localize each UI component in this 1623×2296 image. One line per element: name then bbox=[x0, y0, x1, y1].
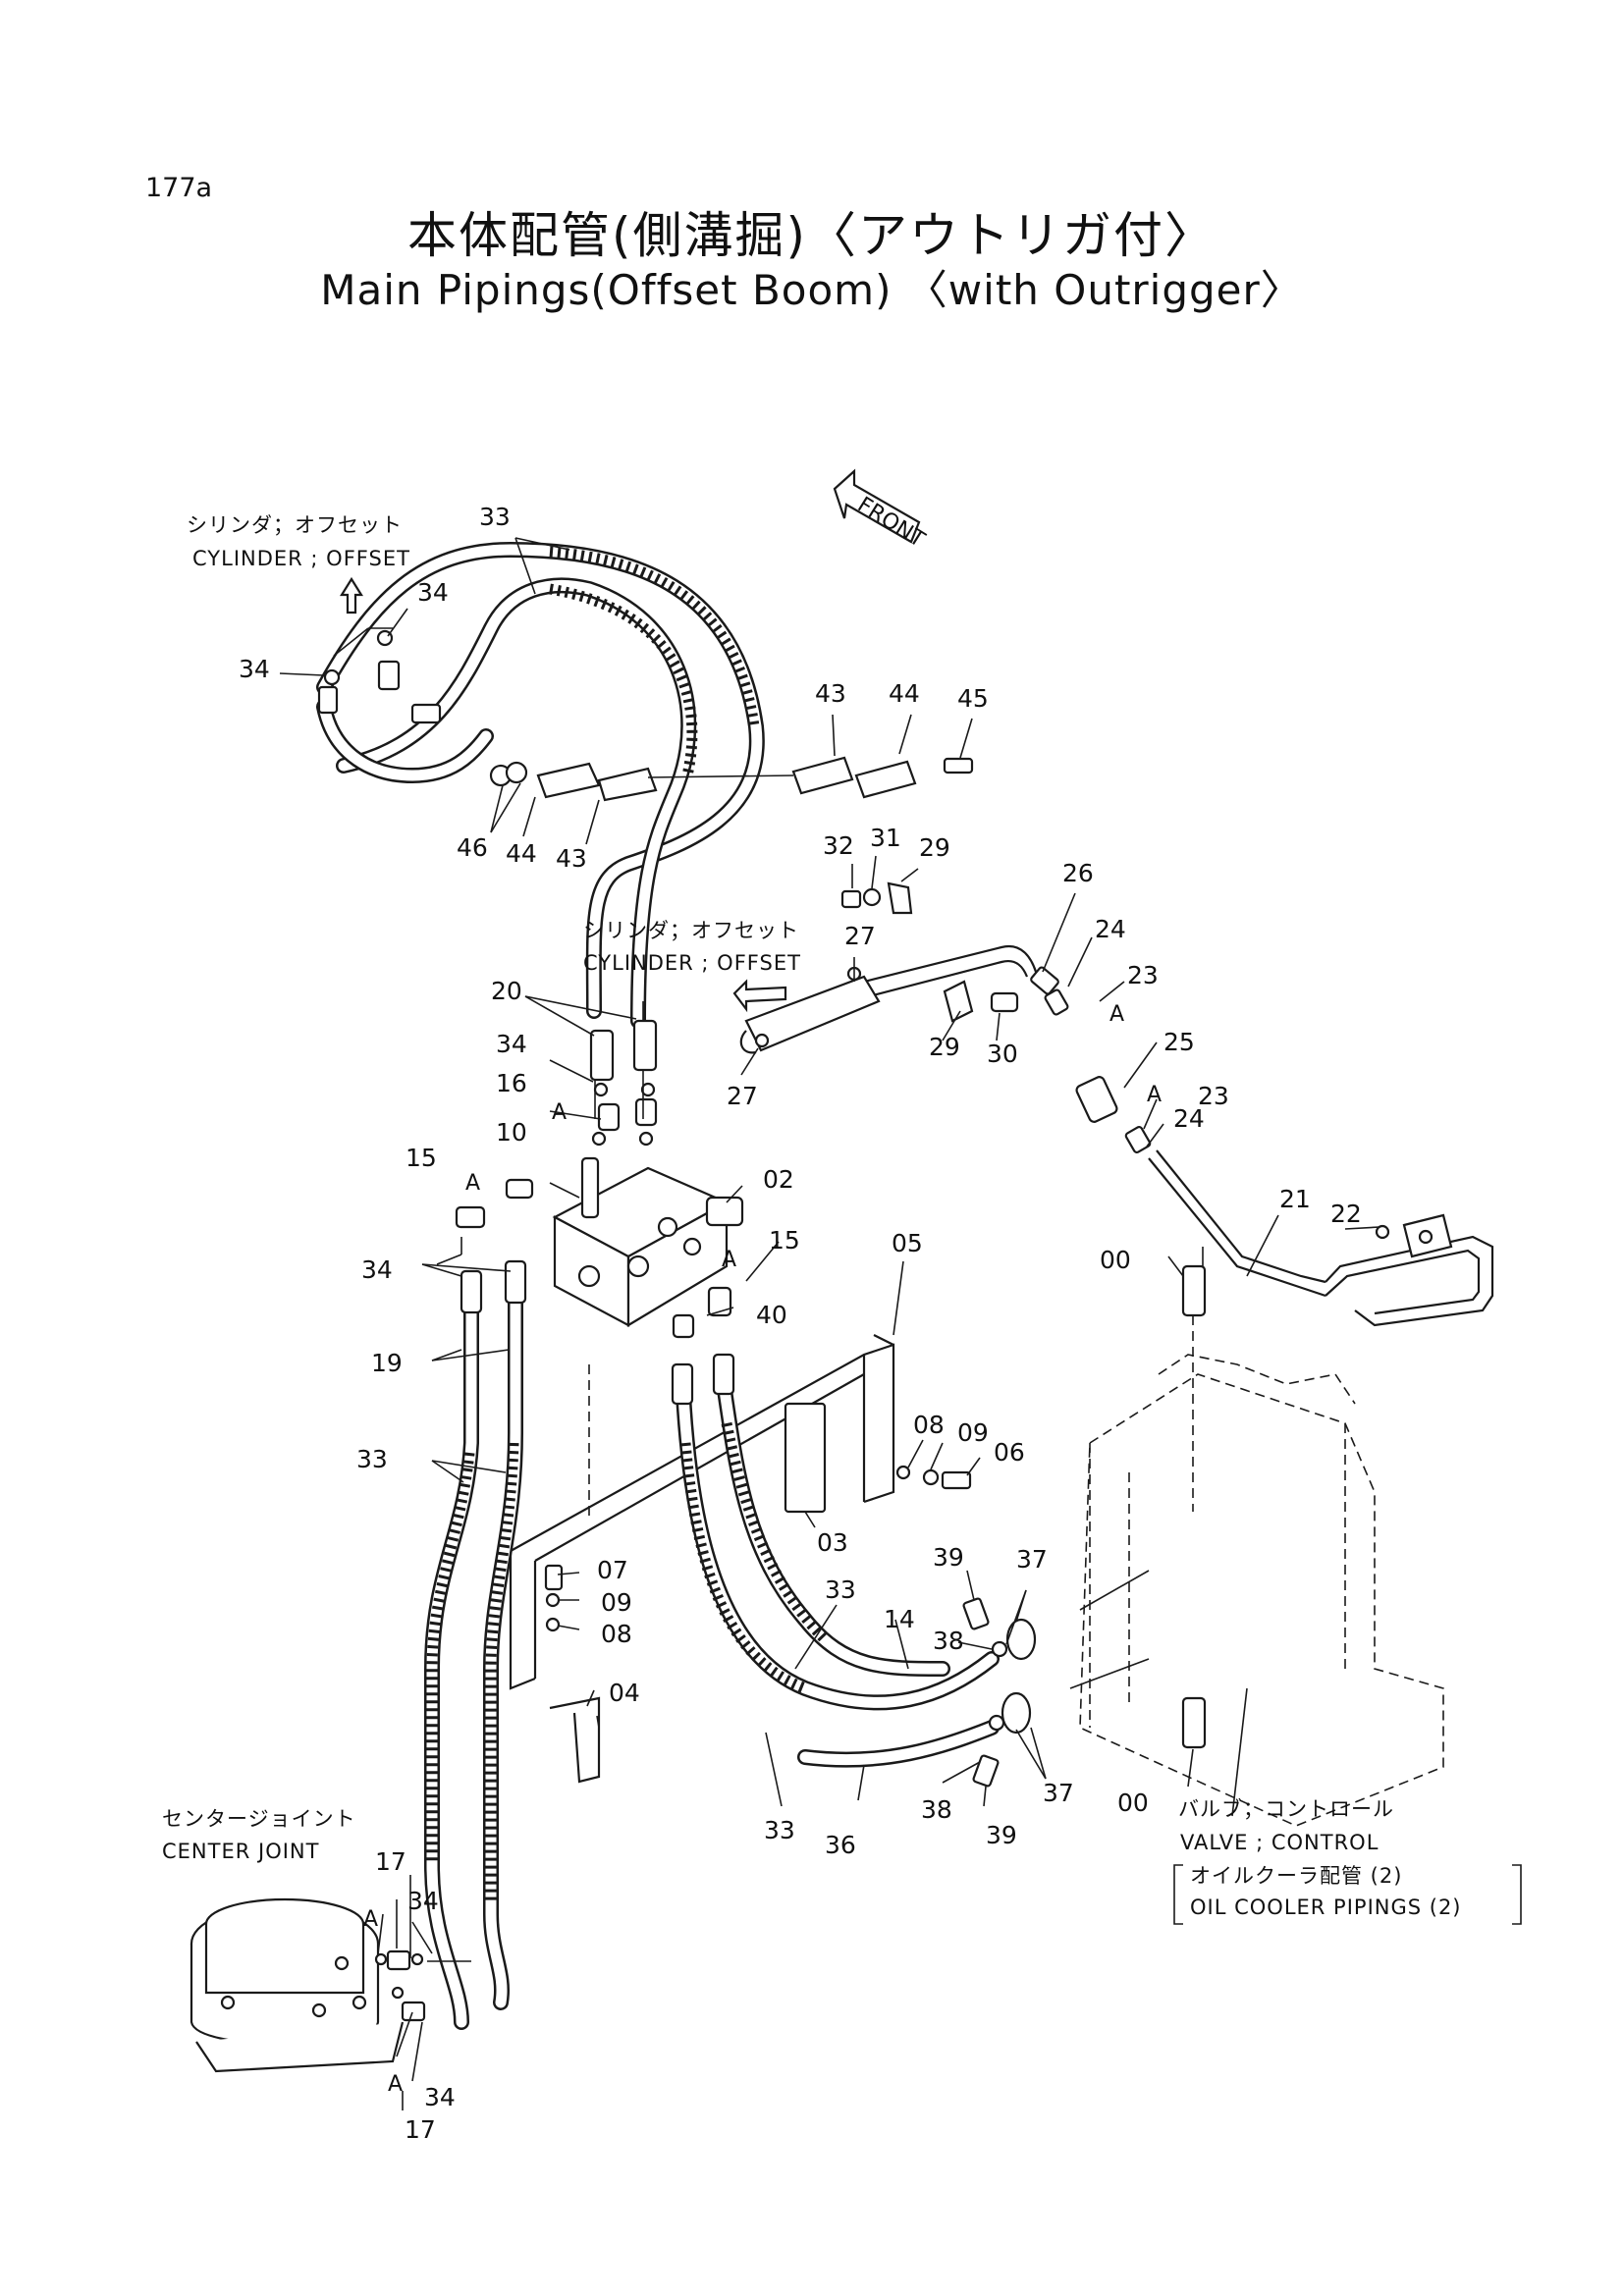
mounting-bracket bbox=[509, 1334, 972, 1784]
callout-24-b: 24 bbox=[1173, 1104, 1205, 1133]
callout-07: 07 bbox=[597, 1556, 628, 1584]
callout-34-e: 34 bbox=[407, 1887, 439, 1915]
callout-23-a: 23 bbox=[1127, 961, 1159, 989]
page-number: 177a bbox=[145, 173, 213, 203]
callout-31: 31 bbox=[870, 824, 901, 852]
callout-40: 40 bbox=[756, 1301, 787, 1329]
note-valve-control-jp: バルブ；コントロール bbox=[1178, 1797, 1394, 1821]
callout-02: 02 bbox=[763, 1165, 794, 1194]
callout-39-b: 39 bbox=[986, 1821, 1017, 1849]
callout-16: 16 bbox=[496, 1069, 527, 1097]
callout-30: 30 bbox=[987, 1040, 1018, 1068]
callout-15-a: 15 bbox=[406, 1144, 437, 1172]
callout-29-b: 29 bbox=[929, 1033, 960, 1061]
callout-33-top: 33 bbox=[479, 503, 511, 531]
callout-45: 45 bbox=[957, 684, 989, 713]
callout-09-a: 09 bbox=[957, 1418, 989, 1447]
callout-43-b: 43 bbox=[556, 844, 587, 873]
callout-27-a: 27 bbox=[844, 922, 876, 950]
note-center-joint-en: CENTER JOINT bbox=[162, 1840, 319, 1863]
callout-38-b: 38 bbox=[921, 1795, 952, 1824]
front-arrow: FRONT bbox=[833, 468, 929, 553]
control-valve-body bbox=[1069, 1264, 1444, 1827]
callout-09-b: 09 bbox=[601, 1588, 632, 1617]
callout-24-a: 24 bbox=[1095, 915, 1126, 943]
note-cylinder-offset-mid-jp: シリンダ；オフセット bbox=[583, 919, 799, 942]
center-joint bbox=[189, 1897, 471, 2073]
callout-44-a: 44 bbox=[889, 679, 920, 708]
callout-37-a: 37 bbox=[1016, 1545, 1048, 1574]
callout-46: 46 bbox=[457, 833, 488, 862]
note-oil-cooler-jp: オイルクーラ配管 (2) bbox=[1190, 1864, 1402, 1888]
left-hoses bbox=[424, 1259, 527, 2030]
callout-33-bot: 33 bbox=[764, 1816, 795, 1844]
callout-34-c: 34 bbox=[496, 1030, 527, 1058]
callout-32: 32 bbox=[823, 831, 854, 860]
note-cylinder-offset-mid-en: CYLINDER ; OFFSET bbox=[583, 951, 801, 975]
callout-A-2: A bbox=[1147, 1083, 1162, 1107]
text-notes: シリンダ；オフセット CYLINDER ; OFFSET シリンダ；オフセット … bbox=[162, 513, 1522, 1925]
title-english: Main Pipings(Offset Boom) 〈with Outrigge… bbox=[320, 266, 1303, 314]
callout-A-6: A bbox=[363, 1907, 378, 1932]
callout-22: 22 bbox=[1330, 1200, 1362, 1228]
callout-27-b: 27 bbox=[727, 1082, 758, 1110]
note-cylinder-offset-top-jp: シリンダ；オフセット bbox=[187, 513, 403, 537]
callout-37-b: 37 bbox=[1043, 1779, 1074, 1807]
callout-00-b: 00 bbox=[1117, 1789, 1149, 1817]
callout-A-4: A bbox=[465, 1171, 480, 1196]
note-valve-control-en: VALVE ; CONTROL bbox=[1180, 1831, 1379, 1854]
callout-08-b: 08 bbox=[601, 1620, 632, 1648]
callout-25: 25 bbox=[1163, 1028, 1195, 1056]
callout-33-mid: 33 bbox=[825, 1575, 856, 1604]
right-pipe-assembly bbox=[1044, 988, 1494, 1327]
note-oil-cooler-en: OIL COOLER PIPINGS (2) bbox=[1190, 1896, 1462, 1919]
note-cylinder-offset-top-en: CYLINDER ; OFFSET bbox=[192, 547, 410, 570]
callout-A-3: A bbox=[552, 1100, 567, 1125]
upper-hose-assembly bbox=[316, 541, 765, 1029]
callout-34-f: 34 bbox=[424, 2083, 456, 2111]
callout-43-a: 43 bbox=[815, 679, 846, 708]
middle-hoses bbox=[671, 1353, 1037, 1788]
callout-21: 21 bbox=[1279, 1185, 1311, 1213]
note-center-joint-jp: センタージョイント bbox=[162, 1807, 356, 1831]
callout-33-left: 33 bbox=[356, 1445, 388, 1473]
callout-34-b: 34 bbox=[239, 655, 270, 683]
callout-14: 14 bbox=[884, 1605, 915, 1633]
callout-05: 05 bbox=[892, 1229, 923, 1257]
callout-15-b: 15 bbox=[769, 1226, 800, 1255]
callout-A-5: A bbox=[722, 1248, 736, 1272]
callout-29-a: 29 bbox=[919, 833, 950, 862]
clamp-plates bbox=[489, 756, 974, 802]
callout-26: 26 bbox=[1062, 859, 1094, 887]
callout-03: 03 bbox=[817, 1528, 848, 1557]
callout-08-a: 08 bbox=[913, 1411, 945, 1439]
callout-17-b: 17 bbox=[405, 2115, 436, 2144]
offset-cylinder-pipe bbox=[732, 881, 1059, 1054]
callout-00-a: 00 bbox=[1100, 1246, 1131, 1274]
callout-04: 04 bbox=[609, 1679, 640, 1707]
callout-06: 06 bbox=[994, 1438, 1025, 1467]
callout-36: 36 bbox=[825, 1831, 856, 1859]
callout-10: 10 bbox=[496, 1118, 527, 1147]
callout-17-a: 17 bbox=[375, 1847, 406, 1876]
callout-A-1: A bbox=[1109, 1002, 1124, 1027]
leader-lines bbox=[279, 537, 1380, 2110]
callout-44-b: 44 bbox=[506, 839, 537, 868]
callout-34-d: 34 bbox=[361, 1255, 393, 1284]
control-valve-02 bbox=[455, 1001, 744, 1339]
callout-34-a: 34 bbox=[417, 578, 449, 607]
callout-20: 20 bbox=[491, 977, 522, 1005]
callout-38-a: 38 bbox=[933, 1627, 964, 1655]
callout-19: 19 bbox=[371, 1349, 403, 1377]
callout-23-b: 23 bbox=[1198, 1082, 1229, 1110]
title-japanese: 本体配管(側溝掘)〈アウトリガ付〉 bbox=[406, 207, 1216, 264]
callout-numbers: 33 34 34 43 44 45 46 44 43 32 31 29 26 2… bbox=[239, 503, 1362, 2144]
callout-A-7: A bbox=[388, 2072, 403, 2097]
callout-39-a: 39 bbox=[933, 1543, 964, 1572]
